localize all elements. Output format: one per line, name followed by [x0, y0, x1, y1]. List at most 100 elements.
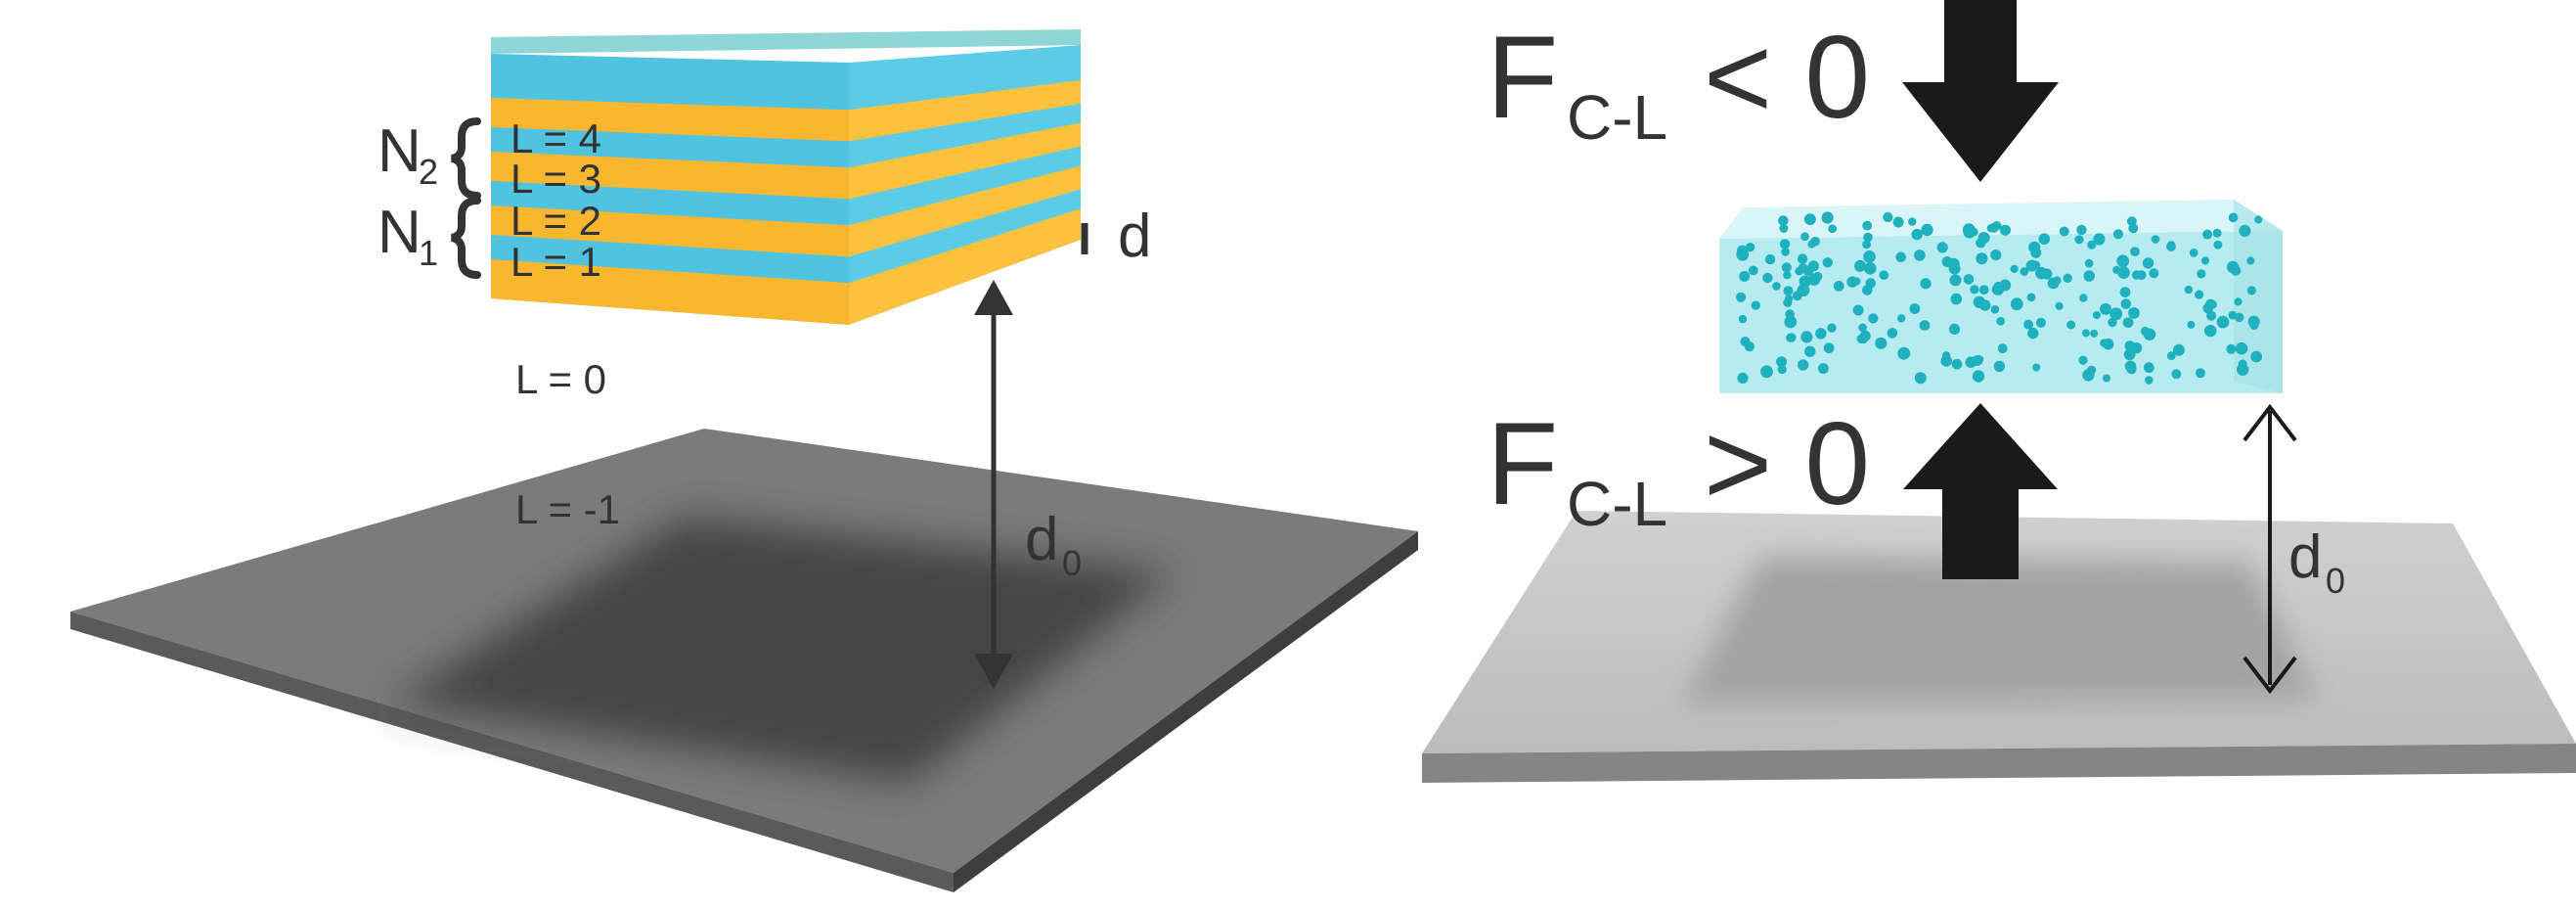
crystal-particle	[1975, 355, 1984, 364]
crystal-particle	[2026, 293, 2036, 302]
crystal-particle	[1879, 270, 1889, 281]
crystal-particle	[1950, 293, 1963, 305]
crystal-particle	[1949, 274, 1962, 287]
crystal	[1719, 200, 2283, 393]
right-d0-arrowhead-down-icon	[2243, 656, 2297, 695]
crystal-particle	[1875, 337, 1888, 349]
stack-top-face	[491, 29, 1081, 54]
crystal-particle	[2246, 256, 2255, 265]
crystal-particle	[1979, 299, 1991, 311]
crystal-particle	[1883, 211, 1893, 223]
crystal-particle	[1990, 304, 2000, 314]
crystal-particle	[1970, 285, 1979, 295]
crystal-particle	[1738, 314, 1748, 324]
crystal-particle	[2149, 268, 2159, 279]
left-d0-base: d	[1025, 506, 1058, 573]
crystal-particle	[2076, 224, 2087, 236]
crystal-particle	[1798, 359, 1809, 371]
force-arrow-up-icon	[1903, 403, 2058, 579]
crystal-particle	[1792, 291, 1802, 301]
left-substrate-edge-right	[954, 531, 1418, 892]
crystal-particle	[2035, 266, 2048, 280]
d-thickness-label: d	[1118, 203, 1151, 270]
crystal-particle	[1745, 243, 1755, 252]
crystal-particle	[1762, 272, 1773, 284]
crystal-particle	[1779, 239, 1791, 250]
crystal-top-face	[1719, 200, 2283, 239]
stack-band-side-1	[849, 79, 1081, 142]
right-d0-arrowhead-up-icon	[2243, 403, 2297, 442]
stack-band-front-2	[491, 152, 849, 200]
crystal-particle	[2184, 285, 2194, 295]
crystal-particle	[1760, 365, 1773, 379]
crystal-particle	[1815, 328, 1827, 340]
crystal-particle	[1948, 262, 1961, 275]
crystal-particle	[2031, 260, 2041, 270]
crystal-particle	[2102, 338, 2114, 350]
crystal-particle	[1978, 285, 1989, 295]
crystal-particle	[1787, 333, 1797, 342]
stack-band-side-4	[849, 208, 1081, 325]
stack-bands	[491, 79, 1081, 325]
layer-label-4: L = 4	[511, 115, 601, 161]
crystal-particle	[2127, 216, 2137, 227]
crystal-particle	[1908, 217, 1917, 226]
crystal-particle	[2124, 360, 2137, 373]
crystal-particle	[1852, 304, 1864, 316]
crystal-particle	[2110, 307, 2123, 321]
crystal-particle	[1821, 211, 1834, 224]
crystal-particle	[1797, 253, 1808, 264]
crystal-particle	[2151, 235, 2160, 244]
force-arrow-down-icon	[1902, 0, 2059, 182]
stack-band-front-3	[491, 205, 849, 257]
n2-label: N 2	[378, 117, 481, 200]
crystal-particle	[1863, 232, 1873, 243]
crystal-particle	[1813, 271, 1823, 282]
crystal-particle	[2035, 317, 2046, 328]
crystal-particle	[1990, 250, 2002, 261]
crystal-particle	[1804, 345, 1816, 357]
crystal-particle	[1828, 224, 1838, 234]
crystal-particle	[2234, 312, 2244, 323]
crystal-particle	[1962, 223, 1976, 237]
n1-brace-icon	[450, 197, 481, 279]
crystal-particle	[2172, 343, 2185, 356]
crystal-particle	[2239, 224, 2251, 237]
right-d0-base: d	[2288, 523, 2322, 591]
crystal-particle	[2119, 287, 2131, 297]
crystal-particle	[2213, 240, 2223, 250]
crystal-particle	[1858, 323, 1867, 333]
crystal-particle	[2079, 294, 2088, 302]
layer-label-1: L = 1	[511, 239, 601, 285]
force-label-top: F C-L < 0	[1487, 12, 1870, 153]
crystal-particle	[1936, 242, 1948, 253]
crystal-particle	[2084, 258, 2094, 268]
layer-stack	[491, 29, 1081, 325]
crystal-particle	[2216, 315, 2230, 329]
crystal-particle	[1781, 248, 1790, 256]
crystal-particle	[2055, 301, 2064, 310]
layer-label-0: L = 0	[515, 356, 606, 402]
crystal-particle	[1862, 240, 1871, 250]
crystal-particle	[2122, 317, 2134, 328]
crystal-particle	[1921, 223, 1933, 237]
n2-sub: 2	[419, 152, 438, 192]
crystal-particle	[2234, 297, 2243, 306]
crystal-particle	[2020, 267, 2029, 276]
crystal-particle	[1862, 220, 1873, 231]
crystal-particle	[2120, 298, 2132, 309]
crystal-particle	[1817, 363, 1829, 375]
crystal-particle	[1736, 248, 1750, 261]
crystal-particle	[1986, 223, 1996, 233]
crystal-particle	[1972, 370, 1985, 383]
crystal-particle	[1948, 323, 1961, 335]
force-top-relation: < 0	[1704, 12, 1870, 143]
crystal-particle	[1854, 261, 1865, 272]
crystal-particle	[2128, 307, 2140, 319]
crystal-particle	[1783, 286, 1794, 296]
stack-band-side-3	[849, 165, 1081, 257]
left-substrate-edge-left	[70, 612, 954, 892]
crystal-particle	[1852, 277, 1861, 286]
stack-band-front-1	[491, 98, 849, 142]
n1-sub: 1	[419, 233, 438, 273]
